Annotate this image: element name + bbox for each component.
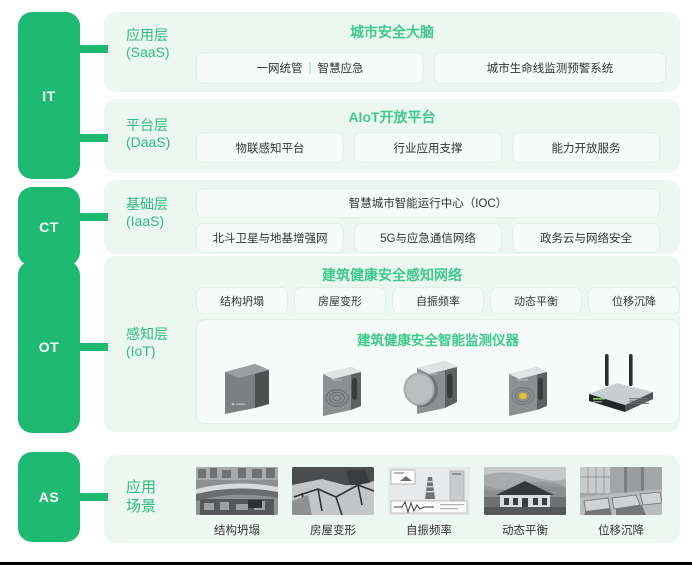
chip-saas-0: 一网统管 | 智慧应急 [196, 52, 424, 84]
chip-iot-1: 房屋变形 [294, 287, 386, 314]
chip-iaas-2-label: 政务云与网络安全 [540, 233, 632, 245]
tier-badge-ct-label: CT [39, 218, 59, 235]
chip-daas-0: 物联感知平台 [196, 132, 344, 163]
chip-saas-0-separator: | [308, 62, 312, 74]
daas-title: AIoT开放平台 [348, 109, 436, 125]
scene-image-0 [196, 467, 278, 515]
tier-badge-ct: CT [18, 187, 80, 266]
scene-caption-2: 自振频率 [406, 525, 452, 537]
chip-iot-3: 动态平衡 [490, 287, 582, 314]
chip-iaas-0-label: 北斗卫星与地基增强网 [212, 233, 328, 245]
scene-image-3 [484, 467, 566, 515]
chip-daas-2-label: 能力开放服务 [551, 142, 621, 155]
chip-saas-1-label: 城市生命线监测预警系统 [486, 63, 614, 75]
chip-iot-2: 自振频率 [392, 287, 484, 314]
device-sensor-ripple-icon [307, 354, 371, 423]
panel-daas: AIoT开放平台 物联感知平台 行业应用支撑 能力开放服务 [104, 99, 680, 173]
instrument-title: 建筑健康安全智能监测仪器 [357, 333, 519, 348]
scene-caption-0: 结构坍塌 [214, 525, 260, 537]
connector-it-saas [78, 45, 108, 53]
chip-daas-2: 能力开放服务 [512, 132, 660, 163]
tier-badge-it: IT [18, 12, 80, 179]
scene-item-3: 动态平衡 [484, 467, 566, 538]
tier-badge-ot: OT [18, 261, 80, 433]
chip-iot-3-label: 动态平衡 [514, 295, 558, 308]
chip-iot-0-label: 结构坍塌 [220, 295, 264, 308]
connector-as-scenes [78, 493, 108, 501]
label-daas: 平台层 (DaaS) [126, 117, 171, 150]
scene-image-1 [292, 467, 374, 515]
chip-daas-1: 行业应用支撑 [354, 132, 502, 163]
connector-ct-iaas [78, 213, 108, 221]
scene-caption-3: 动态平衡 [502, 525, 548, 537]
tier-badge-as: AS [18, 452, 80, 542]
scene-item-1: 房屋变形 [292, 467, 374, 538]
scene-item-2: 自振频率 [388, 467, 470, 538]
chip-iaas-ioc-label: 智慧城市智能运行中心（IOC） [348, 198, 508, 210]
label-saas: 应用层 (SaaS) [126, 27, 170, 60]
tier-badge-as-label: AS [38, 489, 60, 505]
chip-saas-0-right: 智慧应急 [317, 63, 364, 75]
panel-iot: 建筑健康安全感知网络 结构坍塌 房屋变形 自振频率 动态平衡 位移沉降 建筑健康… [104, 256, 680, 432]
chip-iaas-2: 政务云与网络安全 [512, 223, 660, 253]
label-iaas: 基础层 (IaaS) [126, 196, 168, 229]
scene-image-2 [388, 467, 470, 515]
device-sensor-disc-icon [397, 352, 469, 423]
chip-iaas-1: 5G与应急通信网络 [354, 223, 502, 253]
label-scenes: 应用 场景 [126, 479, 157, 515]
connector-ot-iot [78, 343, 108, 351]
panel-scenes: 结构坍塌 房屋变形 [104, 455, 680, 543]
device-gateway-router-icon [579, 348, 659, 423]
tier-badge-ot-label: OT [38, 339, 60, 355]
iot-title: 建筑健康安全感知网络 [322, 267, 462, 283]
chip-iaas-1-label: 5G与应急通信网络 [380, 233, 476, 245]
chip-iaas-0: 北斗卫星与地基增强网 [196, 223, 344, 253]
panel-saas: 城市安全大脑 一网统管 | 智慧应急 城市生命线监测预警系统 [104, 12, 680, 92]
tier-badge-it-label: IT [42, 87, 56, 104]
instrument-subpanel: 建筑健康安全智能监测仪器 [196, 319, 680, 424]
label-iot: 感知层 (IoT) [126, 326, 168, 359]
device-box-plain-icon [215, 354, 279, 423]
saas-title: 城市安全大脑 [350, 24, 434, 40]
scene-caption-4: 位移沉降 [598, 525, 644, 537]
chip-saas-1: 城市生命线监测预警系统 [434, 52, 666, 84]
chip-iot-0: 结构坍塌 [196, 287, 288, 314]
connector-it-daas [78, 134, 108, 142]
chip-iaas-ioc: 智慧城市智能运行中心（IOC） [196, 188, 660, 218]
device-sensor-led-icon [493, 354, 557, 423]
scene-item-0: 结构坍塌 [196, 467, 278, 538]
panel-iaas: 智慧城市智能运行中心（IOC） 北斗卫星与地基增强网 5G与应急通信网络 政务云… [104, 180, 680, 254]
chip-iot-4-label: 位移沉降 [612, 295, 656, 308]
chip-saas-0-left: 一网统管 [256, 63, 303, 75]
chip-iot-4: 位移沉降 [588, 287, 680, 314]
chip-daas-1-label: 行业应用支撑 [393, 142, 463, 155]
chip-daas-0-label: 物联感知平台 [235, 142, 305, 155]
scene-image-4 [580, 467, 662, 515]
chip-iot-1-label: 房屋变形 [318, 295, 362, 308]
chip-iot-2-label: 自振频率 [416, 295, 460, 308]
scene-caption-1: 房屋变形 [310, 525, 356, 537]
scene-item-4: 位移沉降 [580, 467, 662, 538]
